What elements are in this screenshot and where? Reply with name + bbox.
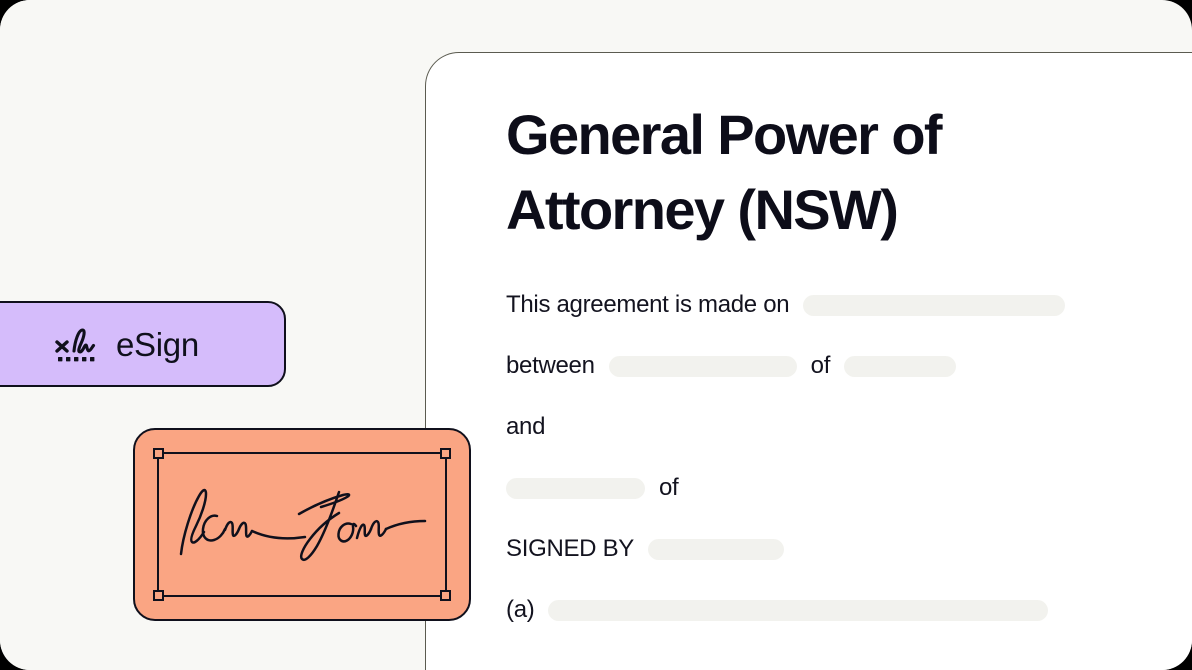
form-field-blank[interactable] — [844, 355, 957, 377]
document-line-made-on: This agreement is made on — [506, 291, 1192, 319]
signature-card[interactable] — [133, 428, 471, 621]
document-text: between — [506, 352, 595, 380]
document-line-and: and — [506, 413, 1192, 441]
selection-frame — [153, 448, 451, 601]
document-line-signed-by: SIGNED BY — [506, 535, 1192, 563]
document-content: General Power of Attorney (NSW) This agr… — [506, 97, 1192, 670]
document-text: This agreement is made on — [506, 291, 790, 319]
document-text: SIGNED BY — [506, 535, 634, 563]
signature-icon — [55, 328, 96, 362]
document-text: of — [659, 474, 679, 502]
form-field-blank[interactable] — [648, 538, 784, 560]
esign-label: eSign — [116, 325, 199, 363]
document-text: of — [810, 352, 831, 380]
document-text: (a) — [506, 596, 535, 624]
esign-badge[interactable]: eSign — [0, 301, 286, 387]
form-field-blank[interactable] — [608, 355, 797, 377]
resize-handle-top-right[interactable] — [440, 448, 451, 459]
document-line-between: between of — [506, 352, 1192, 380]
document-line-of-second: of — [506, 474, 1192, 502]
document-panel: General Power of Attorney (NSW) This agr… — [425, 52, 1192, 670]
document-text: and — [506, 413, 546, 441]
resize-handle-top-left[interactable] — [153, 448, 164, 459]
form-field-blank[interactable] — [803, 294, 1066, 316]
page-title: General Power of Attorney (NSW) — [506, 103, 943, 242]
document-line-clause-a: (a) — [506, 596, 1192, 624]
form-field-blank[interactable] — [506, 477, 645, 499]
resize-handle-bottom-right[interactable] — [440, 590, 451, 601]
resize-handle-bottom-left[interactable] — [153, 590, 164, 601]
form-field-blank[interactable] — [548, 599, 1049, 621]
